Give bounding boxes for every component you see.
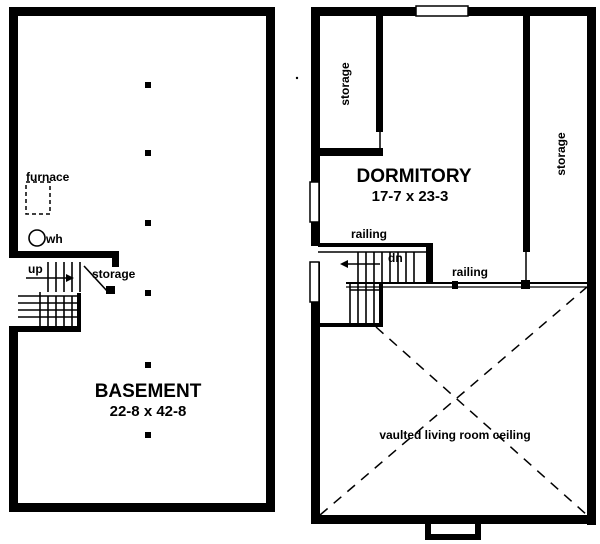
stair-wall-bottom [9, 326, 80, 332]
upper-wall-left-top [311, 7, 320, 157]
post [145, 220, 151, 226]
floor-railing [346, 280, 590, 289]
basement-plan: furnace wh up storage BASEMENT 22-8 x 42… [9, 7, 275, 512]
post [145, 432, 151, 438]
window-left-1 [309, 181, 320, 223]
dormitory-stairs [318, 251, 426, 325]
storage-left-wall-bottom [311, 148, 383, 156]
stair-railing-label: railing [351, 227, 387, 241]
basement-wall-left-lower [9, 330, 18, 512]
dormitory-dimensions: 17-7 x 23-3 [372, 188, 449, 205]
dormitory-plan: storage storage DORMITORY 17-7 x 23-3 ra… [309, 5, 596, 540]
stairs-up-label: up [28, 262, 43, 276]
basement-title: BASEMENT [95, 381, 202, 402]
stair-newel [106, 286, 115, 294]
basement-stairs [18, 262, 109, 326]
furnace-outline [25, 181, 51, 215]
storage-right-label: storage [554, 132, 568, 176]
vaulted-ceiling-label: vaulted living room ceiling [379, 428, 530, 442]
basement-wall-right [266, 7, 275, 512]
stair-wall-right [112, 251, 119, 267]
floor-railing-label: railing [452, 265, 488, 279]
basement-wall-left-upper [9, 7, 18, 255]
basement-storage-label: storage [92, 267, 136, 281]
upper-wall-left-low [311, 262, 320, 524]
stairs-down-label: dn [388, 251, 403, 265]
stair-wall-right-lower [77, 293, 81, 332]
basement-posts [145, 82, 151, 438]
stairs-down-arrow [340, 260, 380, 268]
stairs-up-arrow [26, 274, 74, 282]
basement-wall-top [9, 7, 273, 16]
water-heater-label: wh [45, 232, 63, 246]
furnace-label: furnace [26, 170, 70, 184]
dormitory-title: DORMITORY [356, 166, 471, 187]
upper-wall-bottom [311, 515, 596, 524]
post [145, 150, 151, 156]
storage-right-wall-left [523, 14, 530, 252]
water-heater-icon [28, 229, 46, 247]
bottom-bay [425, 515, 481, 540]
basement-dimensions: 22-8 x 42-8 [110, 403, 187, 420]
upper-wall-right [587, 7, 596, 525]
storage-left-label: storage [338, 62, 352, 106]
vaulted-ceiling-lines [319, 286, 588, 516]
stairwell-wall-top [318, 243, 433, 247]
stair-wall-top [9, 251, 119, 258]
window-left-2 [309, 261, 320, 303]
stray-mark [295, 76, 299, 80]
post [145, 362, 151, 368]
basement-wall-bottom [9, 503, 275, 512]
window-top [415, 5, 469, 17]
storage-left-wall-right [376, 14, 383, 132]
post [145, 82, 151, 88]
post [145, 290, 151, 296]
stairwell-wall-right [426, 243, 433, 283]
